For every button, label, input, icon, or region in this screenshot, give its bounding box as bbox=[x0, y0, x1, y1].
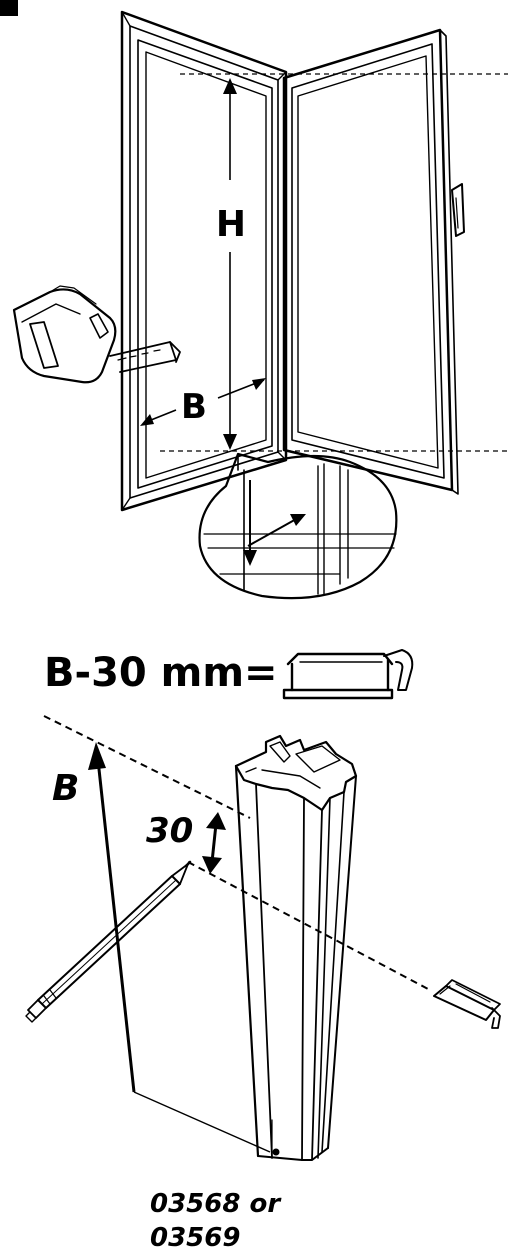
tape-measure-icon bbox=[12, 285, 181, 384]
pencil-icon bbox=[25, 860, 192, 1023]
detail-magnifier bbox=[198, 452, 398, 600]
width-label-top: B bbox=[181, 387, 207, 427]
height-label: H bbox=[216, 204, 246, 245]
saw-blade-icon bbox=[433, 979, 501, 1029]
window-illustration: H B bbox=[12, 10, 508, 600]
corner-marker bbox=[0, 0, 18, 16]
cutting-illustration: B 30 bbox=[25, 715, 501, 1161]
part-marker-dot bbox=[272, 1148, 280, 1156]
profile-bar bbox=[234, 734, 358, 1161]
left-window-frame bbox=[120, 10, 288, 512]
width-label-bottom: B bbox=[52, 768, 79, 809]
width-arrow-top bbox=[140, 378, 266, 426]
hacksaw-icon bbox=[282, 649, 414, 700]
cut-line bbox=[187, 861, 431, 991]
detail-arrows bbox=[243, 480, 306, 566]
width-arrow-bottom bbox=[88, 742, 106, 770]
top-cut-line bbox=[43, 715, 251, 819]
part-number-line2: 03569 bbox=[150, 1223, 240, 1253]
height-arrow bbox=[223, 78, 237, 450]
right-window-sash bbox=[282, 28, 465, 495]
part-number-line1: 03568 or bbox=[150, 1189, 282, 1219]
offset-label: 30 bbox=[146, 811, 193, 851]
offset-arrow bbox=[202, 812, 226, 874]
cut-formula: B-30 mm= bbox=[44, 650, 278, 696]
